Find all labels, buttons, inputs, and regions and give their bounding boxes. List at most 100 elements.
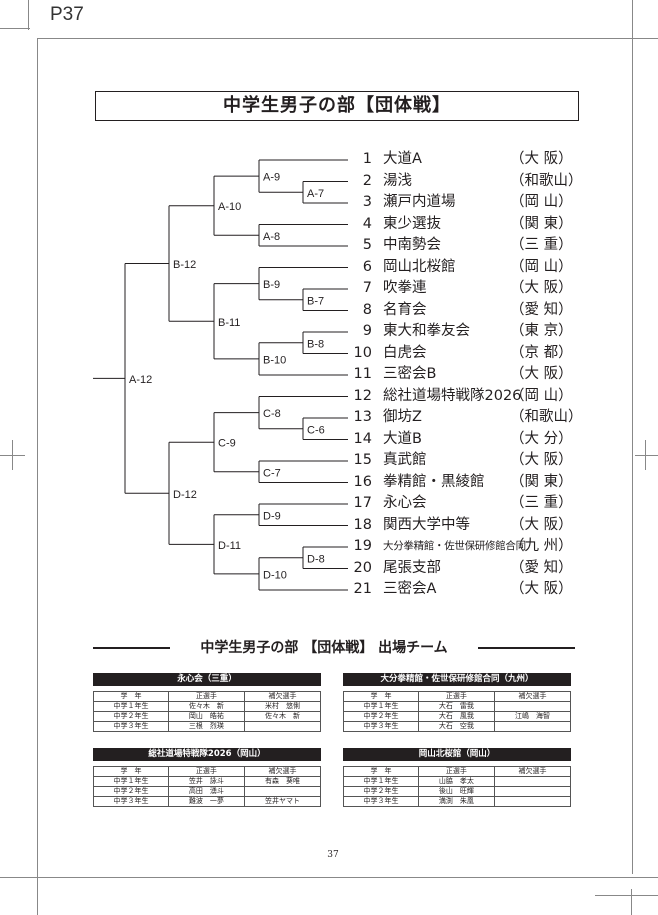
entry-number: 2 xyxy=(362,172,372,189)
bracket-entry: 16 拳精館・黒綾館 （関 東） xyxy=(350,472,580,492)
bracket-entry: 12 総社道場特戦隊2026（岡 山） xyxy=(350,386,580,406)
roster-substitute xyxy=(493,701,572,712)
crop-mark xyxy=(28,0,29,30)
roster-row: 中学２年生大石 風我江嶋 海智 xyxy=(343,711,572,722)
entry-number: 12 xyxy=(353,387,372,404)
roster-column-header: 学 年 xyxy=(93,691,169,702)
team-name: 東大和拳友会 xyxy=(383,323,470,339)
match-label: A-9 xyxy=(263,172,280,184)
roster-table: 岡山北桜館（岡山）学 年正選手補欠選手中学１年生山脇 孝太中学２年生後山 旺輝中… xyxy=(343,748,572,807)
roster-header-row: 学 年正選手補欠選手 xyxy=(93,691,322,702)
roster-column-header: 補欠選手 xyxy=(243,691,322,702)
team-prefecture: （関 東） xyxy=(510,473,573,490)
roster-column-header: 学 年 xyxy=(343,691,419,702)
roster-grade: 中学２年生 xyxy=(93,786,169,797)
team-name: 三密会B xyxy=(383,366,437,382)
roster-column-header: 正選手 xyxy=(417,691,495,702)
team-prefecture: （岡 山） xyxy=(510,258,573,275)
roster-regular-player: 大石 雷我 xyxy=(417,701,495,712)
subtitle-rule-left xyxy=(93,647,170,649)
roster-row: 中学３年生三根 烈瑛 xyxy=(93,721,322,732)
entry-number: 4 xyxy=(362,215,372,232)
roster-row: 中学２年生高田 湧斗 xyxy=(93,786,322,797)
match-label: B-8 xyxy=(307,338,324,350)
roster-substitute: 有森 葵唯 xyxy=(243,776,322,787)
match-label: C-8 xyxy=(263,408,281,420)
roster-team-header: 永心会（三重） xyxy=(93,673,321,686)
entry-number: 1 xyxy=(362,151,372,167)
roster-substitute: 江嶋 海智 xyxy=(493,711,572,722)
team-name: 関西大学中等 xyxy=(383,516,470,533)
roster-header-row: 学 年正選手補欠選手 xyxy=(343,766,572,777)
roster-regular-player: 満渕 朱凰 xyxy=(417,796,495,807)
team-prefecture: （岡 山） xyxy=(510,387,573,404)
roster-regular-player: 大石 風我 xyxy=(417,711,495,722)
roster-regular-player: 佐々木 新 xyxy=(167,701,245,712)
roster-grade: 中学２年生 xyxy=(93,711,169,722)
team-name: 真武館 xyxy=(383,452,427,468)
team-prefecture: （大 阪） xyxy=(510,280,573,296)
roster-row: 中学３年生大石 空我 xyxy=(343,721,572,732)
roster-grade: 中学３年生 xyxy=(93,721,169,732)
trim-line-right xyxy=(632,0,633,874)
roster-grade: 中学１年生 xyxy=(343,776,419,787)
match-label: D-12 xyxy=(173,489,197,501)
entry-number: 6 xyxy=(362,258,372,275)
entry-number: 19 xyxy=(353,538,372,554)
team-name: 御坊Z xyxy=(383,409,422,425)
roster-team-header: 岡山北桜館（岡山） xyxy=(343,748,571,761)
match-label: B-10 xyxy=(263,354,286,366)
team-name: 名育会 xyxy=(383,301,427,318)
team-name: 白虎会 xyxy=(383,344,427,361)
entry-number: 15 xyxy=(353,452,372,468)
match-label: D-11 xyxy=(218,540,241,552)
entry-number: 3 xyxy=(362,194,372,210)
roster-header-row: 学 年正選手補欠選手 xyxy=(343,691,572,702)
roster-column-header: 学 年 xyxy=(343,766,419,777)
match-label: A-7 xyxy=(307,188,324,200)
entry-number: 16 xyxy=(353,473,372,490)
team-prefecture: （大 阪） xyxy=(510,151,573,167)
team-name: 中南勢会 xyxy=(383,237,441,253)
team-name: 拳精館・黒綾館 xyxy=(383,473,485,490)
match-label: A-8 xyxy=(263,231,280,243)
team-name: 大分拳精館・佐世保研修館合同 xyxy=(383,540,526,552)
entry-number: 13 xyxy=(353,409,372,425)
team-prefecture: （岡 山） xyxy=(510,194,573,210)
team-name: 三密会A xyxy=(383,581,437,597)
trim-line-top xyxy=(37,38,658,39)
page-label: P37 xyxy=(50,4,84,25)
team-name: 大道B xyxy=(383,430,422,447)
roster-column-header: 正選手 xyxy=(167,691,245,702)
roster-row: 中学３年生満渕 朱凰 xyxy=(343,796,572,807)
trim-line-bottom xyxy=(0,877,658,878)
page-number: 37 xyxy=(327,850,339,860)
crop-mark xyxy=(631,889,632,915)
roster-column-header: 補欠選手 xyxy=(493,691,572,702)
team-prefecture: （和歌山） xyxy=(510,172,583,189)
roster-grade: 中学２年生 xyxy=(343,786,419,797)
roster-substitute: 米村 悠悧 xyxy=(243,701,322,712)
match-label: A-12 xyxy=(129,374,152,386)
team-name: 総社道場特戦隊2026 xyxy=(383,387,522,404)
roster-grade: 中学３年生 xyxy=(343,721,419,732)
roster-column-header: 正選手 xyxy=(167,766,245,777)
roster-substitute xyxy=(493,786,572,797)
match-label: C-9 xyxy=(218,438,236,450)
roster-substitute: 笠井ヤマト xyxy=(243,796,322,807)
match-label: D-8 xyxy=(307,553,325,565)
roster-substitute xyxy=(243,786,322,797)
roster-substitute: 佐々木 新 xyxy=(243,711,322,722)
